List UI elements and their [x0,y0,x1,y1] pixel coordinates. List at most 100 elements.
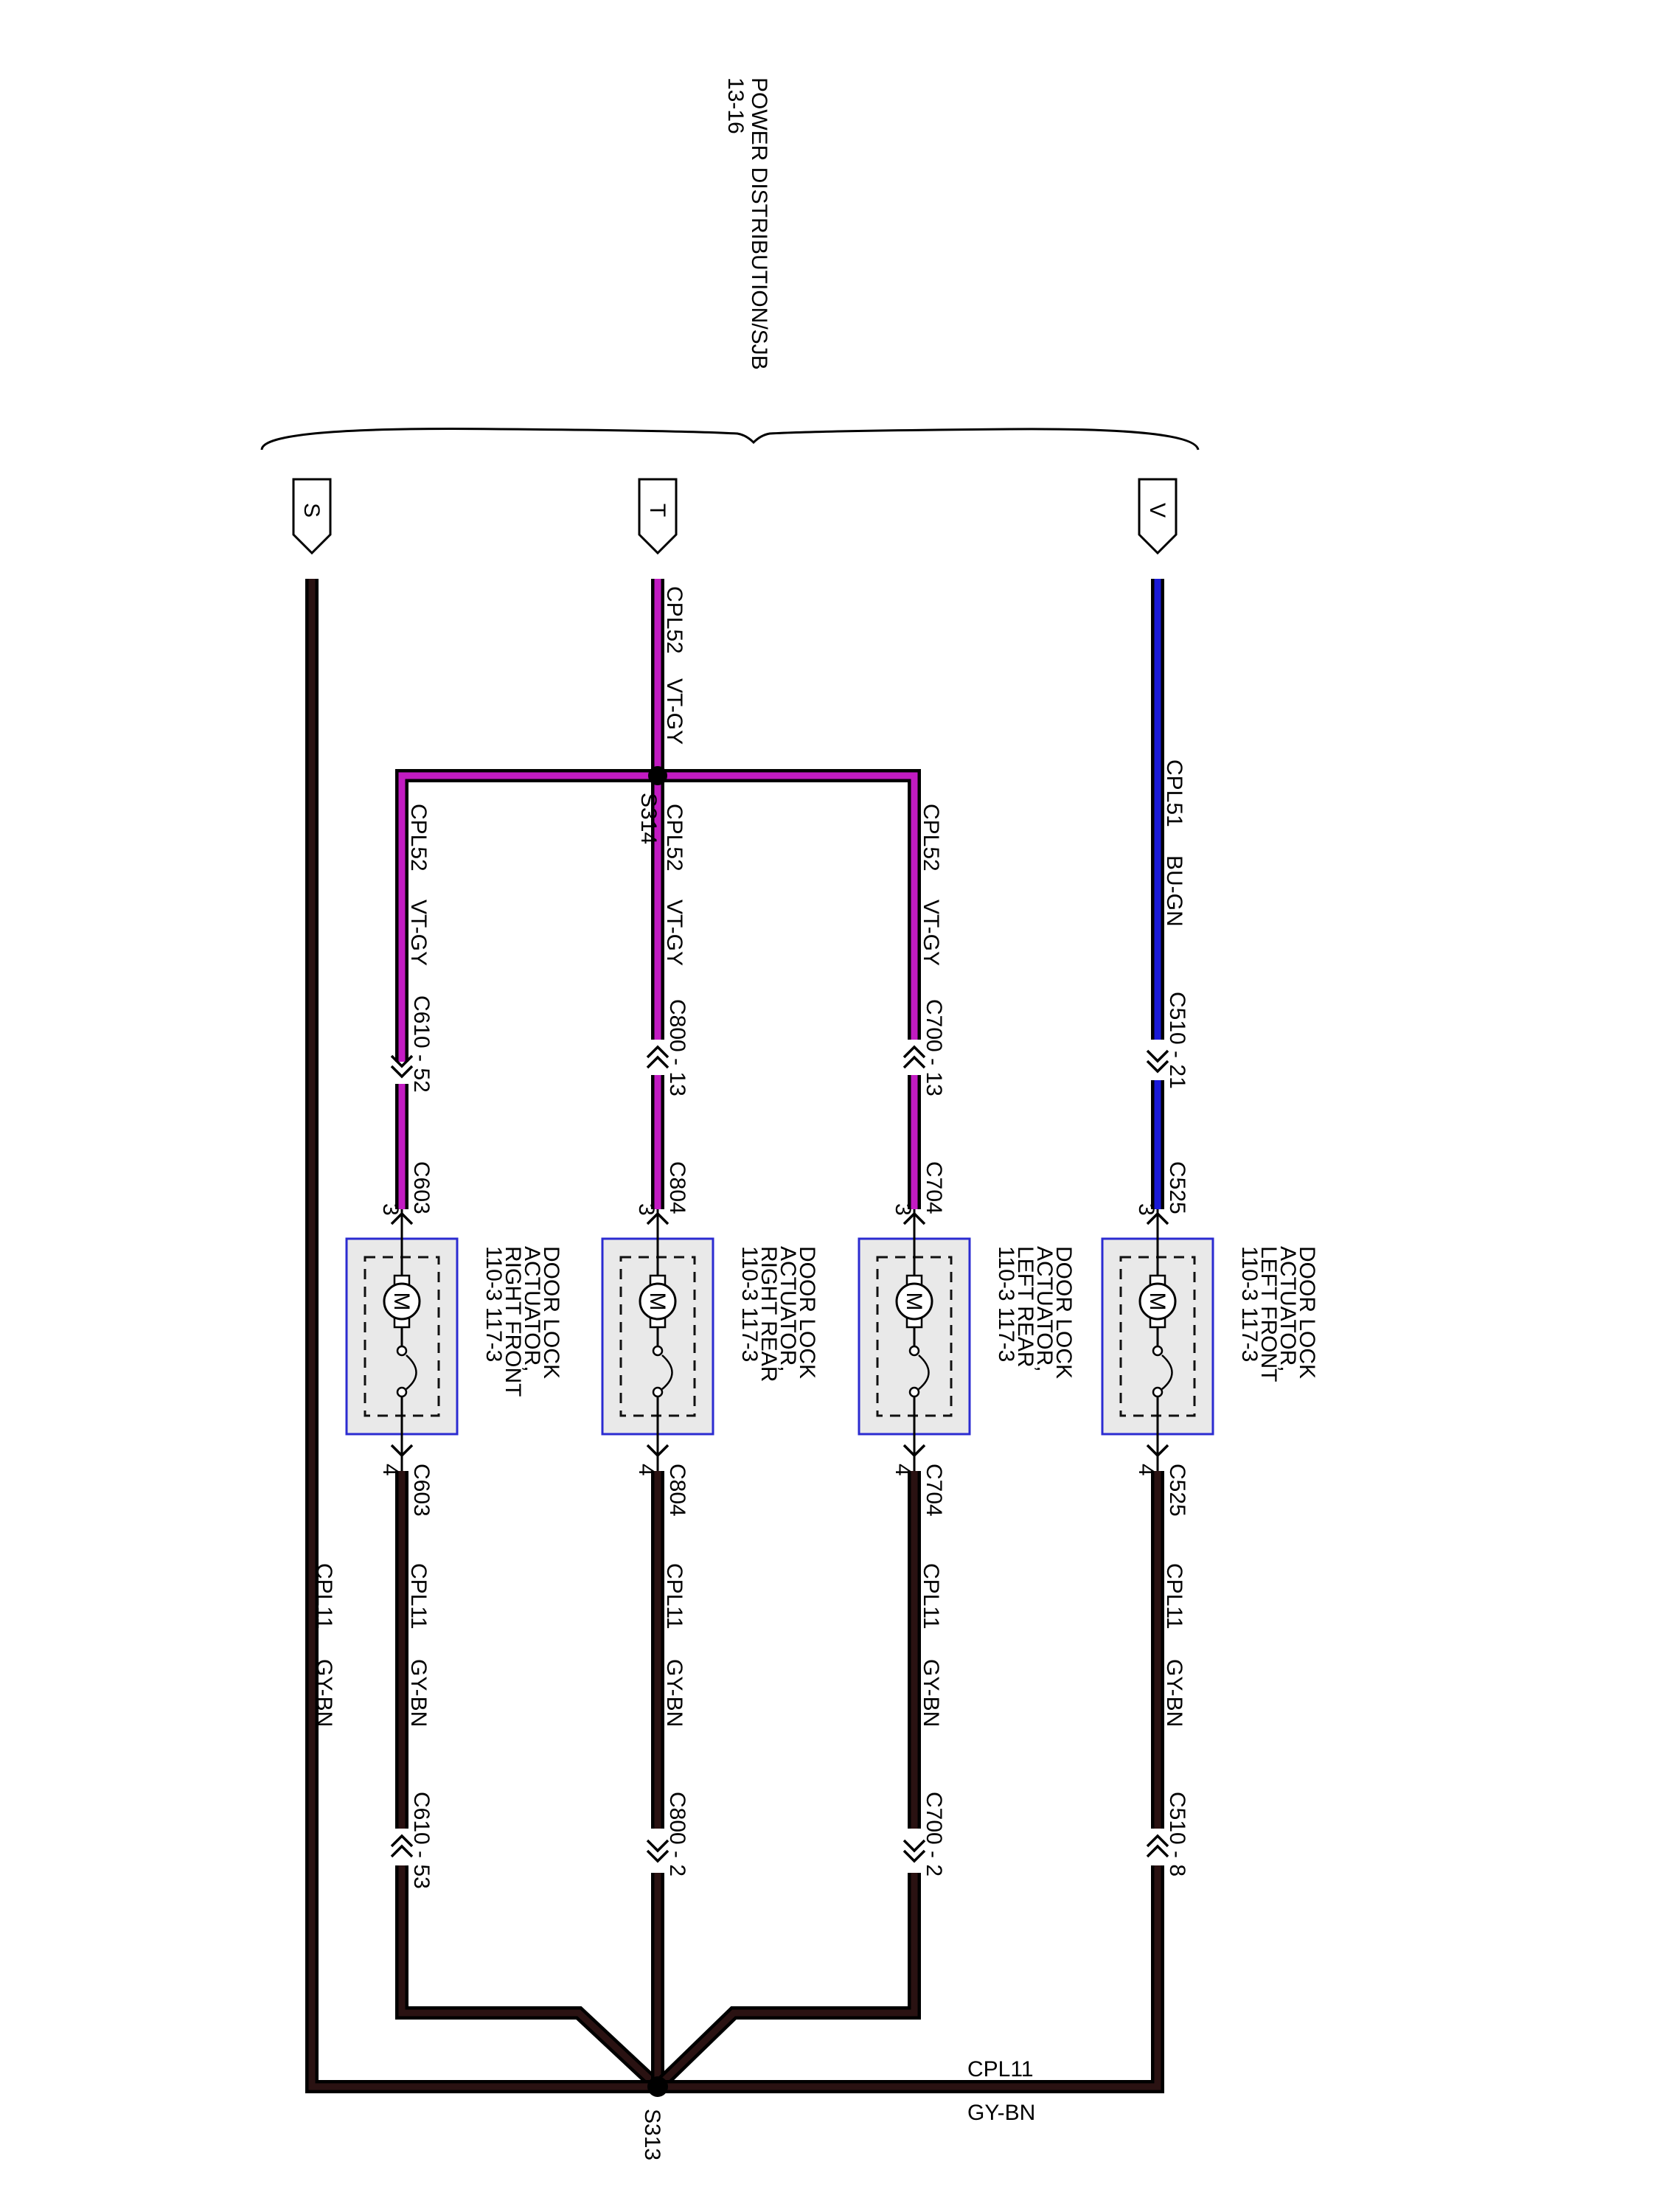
splice-s314-label: S314 [636,793,661,844]
terminal-t: T [638,478,678,555]
wire-circuit-label: CPL52 [662,586,686,654]
motor-icon [383,1282,421,1321]
actuator-line3: LEFT FRONT [1256,1246,1281,1382]
header: POWER DISTRIBUTION/SJB 13-16 [723,77,771,370]
connector-symbol [902,1045,926,1069]
connector-bottom: C603 [409,1464,434,1517]
pin-bottom: 4 [378,1464,403,1476]
connector-symbol [646,1045,669,1069]
motor-icon [639,1282,677,1321]
connector-bottom: C804 [665,1464,689,1517]
splice-s313-label: S313 [640,2109,664,2160]
pin-top: 3 [1134,1203,1158,1216]
wire-color-label: GY-BN [1162,1659,1186,1727]
pin-bottom: 4 [634,1464,658,1476]
connector-label-rf-in: C610 - 52 [409,995,434,1093]
pin-top: 3 [634,1203,658,1216]
actuator-line2: ACTUATOR, [776,1246,800,1372]
actuator-line4: 110-3 117-3 [994,1246,1018,1362]
actuator-line3: RIGHT FRONT [501,1246,525,1397]
connector-pins [390,1045,1169,1863]
actuator-line2: ACTUATOR, [1276,1246,1300,1372]
connector-top: C804 [665,1161,689,1214]
connector-label-rr-out: C800 - 2 [665,1792,689,1877]
wire-color-label: VT-GY [662,678,686,745]
actuator-right-rear: M DOOR LOCK ACTUATOR, RIGHT REAR 110-3 1… [601,1161,819,1517]
wire-color-label: VT-GY [406,900,431,966]
pin-bottom: 4 [891,1464,915,1476]
switch-icon [396,1345,408,1357]
connector-bottom: C704 [922,1464,946,1517]
connector-label-lf-out: C510 - 8 [1165,1792,1189,1877]
connector-top: C704 [922,1161,946,1214]
brace [260,428,1200,451]
wire-circuit-label: CPL52 [662,804,686,872]
pin-top: 3 [378,1203,403,1216]
actuator-line4: 110-3 117-3 [1237,1246,1262,1362]
connector-label-rr-in: C800 - 13 [665,999,689,1096]
wire-color-label: BU-GN [1162,855,1186,927]
wire-circuit-label: CPL11 [406,1563,431,1630]
actuator-right-front: M DOOR LOCK ACTUATOR, RIGHT FRONT 110-3 … [345,1161,563,1517]
wire-color-label: VT-GY [919,900,943,966]
wire-color-label: VT-GY [662,900,686,966]
wires-gy-bn [305,579,1164,2093]
connector-label-lr-in: C700 - 13 [922,999,946,1096]
splice-s314 [648,766,667,785]
wire-circuit-label: CPL11 [919,1563,943,1630]
wire-circuit-label: CPL51 [1162,759,1186,827]
actuator-line1: DOOR LOCK [539,1246,563,1379]
wire-circuit-label: CPL52 [406,804,431,872]
wire-circuit-label: CPL11 [967,2057,1034,2081]
terminal-label: S [299,503,324,518]
motor-label: M [1145,1293,1169,1311]
connector-top: C603 [409,1161,434,1214]
motor-label: M [902,1293,926,1311]
actuator-line4: 110-3 117-3 [481,1246,506,1362]
terminal-s: S [292,478,332,555]
actuator-line1: DOOR LOCK [1295,1246,1319,1379]
actuator-line1: DOOR LOCK [795,1246,819,1379]
splice-s313 [647,2076,668,2097]
actuator-line4: 110-3 117-3 [737,1246,762,1362]
actuator-line2: ACTUATOR, [520,1246,544,1372]
terminal-label: T [645,504,669,517]
pin-bottom: 4 [1134,1464,1158,1476]
actuator-left-front: M DOOR LOCK ACTUATOR, LEFT FRONT 110-3 1… [1101,1161,1319,1517]
wire-color-label: GY-BN [967,2101,1035,2125]
connector-bottom: C525 [1165,1464,1189,1517]
header-title: POWER DISTRIBUTION/SJB [747,77,771,370]
connector-labels: C610 - 52 C800 - 13 C700 - 13 C510 - 21 … [409,992,1189,1889]
motor-icon [1138,1282,1177,1321]
wire-color-label: GY-BN [406,1659,431,1727]
connector-label-rf-out: C610 - 53 [409,1792,434,1889]
actuator-line1: DOOR LOCK [1051,1246,1076,1379]
wire-circuit-label: CPL11 [662,1563,686,1630]
header-page-ref: 13-16 [723,77,748,134]
wire-color-label: GY-BN [662,1659,686,1727]
wire-circuit-label: CPL11 [1162,1563,1186,1630]
connector-symbol [390,1834,414,1858]
switch-icon [1152,1345,1164,1357]
wires-vt-gy [395,579,921,1209]
motor-label: M [389,1293,414,1311]
terminal-label: V [1145,503,1169,518]
actuator-line2: ACTUATOR, [1032,1246,1057,1372]
connector-label-lf-in: C510 - 21 [1165,992,1189,1089]
connector-symbol [646,1839,669,1863]
motor-icon [895,1282,933,1321]
connector-label-lr-out: C700 - 2 [922,1792,946,1877]
terminal-v: V [1138,478,1178,555]
wire-circuit-label: CPL11 [312,1563,336,1630]
actuator-left-rear: M DOOR LOCK ACTUATOR, LEFT REAR 110-3 11… [858,1161,1076,1517]
wire-labels: CPL52 VT-GY CPL51 BU-GN CPL52 VT-GY CPL5… [312,586,1186,2125]
motor-label: M [645,1293,669,1311]
pin-top: 3 [891,1203,915,1216]
connector-symbol [902,1839,926,1863]
connector-symbol [1146,1834,1169,1858]
switch-icon [908,1345,920,1357]
actuator-line3: RIGHT REAR [757,1246,781,1382]
connector-symbol [1146,1049,1169,1074]
wire-color-label: GY-BN [919,1659,943,1727]
